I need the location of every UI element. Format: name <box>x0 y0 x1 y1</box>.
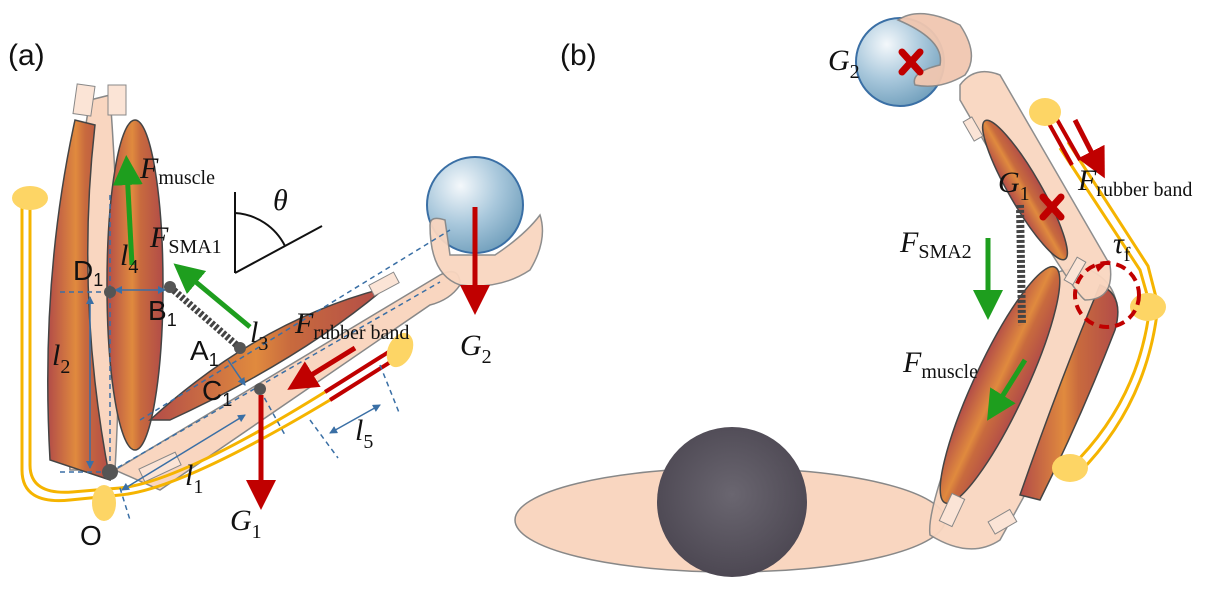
g2-cross-icon <box>898 48 924 76</box>
f-rubber-band-label-a: Frubber band <box>294 307 409 344</box>
rubber-band-b <box>1029 98 1166 482</box>
l5-label: l5 <box>355 414 373 453</box>
upper-arm <box>47 83 164 482</box>
g1-label-a: G1 <box>230 504 262 543</box>
anchor-b-mid <box>1130 293 1166 321</box>
hand-with-ball <box>426 156 544 287</box>
lower-muscle-front <box>939 265 1061 505</box>
point-b1 <box>164 281 176 293</box>
panel-a: (a) <box>8 39 544 551</box>
sma1-spring <box>167 284 243 351</box>
anchor-forearm <box>386 332 414 368</box>
b1-label: B1 <box>148 295 177 330</box>
point-d1 <box>104 286 116 298</box>
f-rubber-band-label-b: Frubber band <box>1077 164 1192 201</box>
g1-cross-icon <box>1039 193 1065 221</box>
angle-theta <box>234 192 323 274</box>
l4-label: l4 <box>120 239 138 278</box>
f-muscle-arrow-a <box>112 155 143 266</box>
point-c1 <box>254 383 266 395</box>
rubber-band <box>12 186 414 521</box>
f-rubber-band-arrow-b <box>1072 118 1105 179</box>
anchor-o <box>92 485 116 521</box>
torque-arrowhead <box>1095 260 1110 272</box>
anchor-b-top <box>1029 98 1061 126</box>
f-muscle-label-b: Fmuscle <box>902 346 978 383</box>
o-label: O <box>80 520 102 551</box>
panel-b-label: (b) <box>560 39 597 72</box>
theta-label: θ <box>273 184 288 217</box>
l3-label: l3 <box>250 316 268 355</box>
anchor-top <box>12 186 48 210</box>
f-sma1-label: FSMA1 <box>149 221 222 258</box>
c1-label: C1 <box>202 375 232 410</box>
dimension-lines <box>60 195 451 521</box>
upper-muscle <box>981 119 1069 261</box>
forearm <box>113 270 461 491</box>
g2-label-b: G2 <box>828 44 860 83</box>
lower-muscle-back <box>1019 284 1119 501</box>
f-sma2-label: FSMA2 <box>899 226 972 263</box>
l1-label: l1 <box>185 459 203 498</box>
g2-label-a: G2 <box>460 329 492 368</box>
point-a1 <box>234 342 246 354</box>
point-o-joint <box>102 464 118 480</box>
f-muscle-arrow-b <box>987 358 1028 421</box>
a1-label: A1 <box>190 335 219 370</box>
dark-ball <box>657 427 807 577</box>
joints <box>102 281 266 480</box>
f-muscle-label-a: Fmuscle <box>139 152 215 189</box>
f-rubber-band-arrow-a <box>287 345 357 390</box>
panel-a-label: (a) <box>8 39 45 72</box>
l2-label: l2 <box>52 339 70 378</box>
sma2-spring <box>1016 204 1026 326</box>
anchor-b-bottom <box>1052 454 1088 482</box>
d1-label: D1 <box>73 255 103 290</box>
f-sma1-arrow <box>173 263 252 329</box>
triceps-muscle <box>47 119 111 482</box>
panel-b: (b) <box>514 12 1192 577</box>
g1-label-b: G1 <box>998 166 1030 205</box>
tau-f-label: τf <box>1113 227 1131 266</box>
